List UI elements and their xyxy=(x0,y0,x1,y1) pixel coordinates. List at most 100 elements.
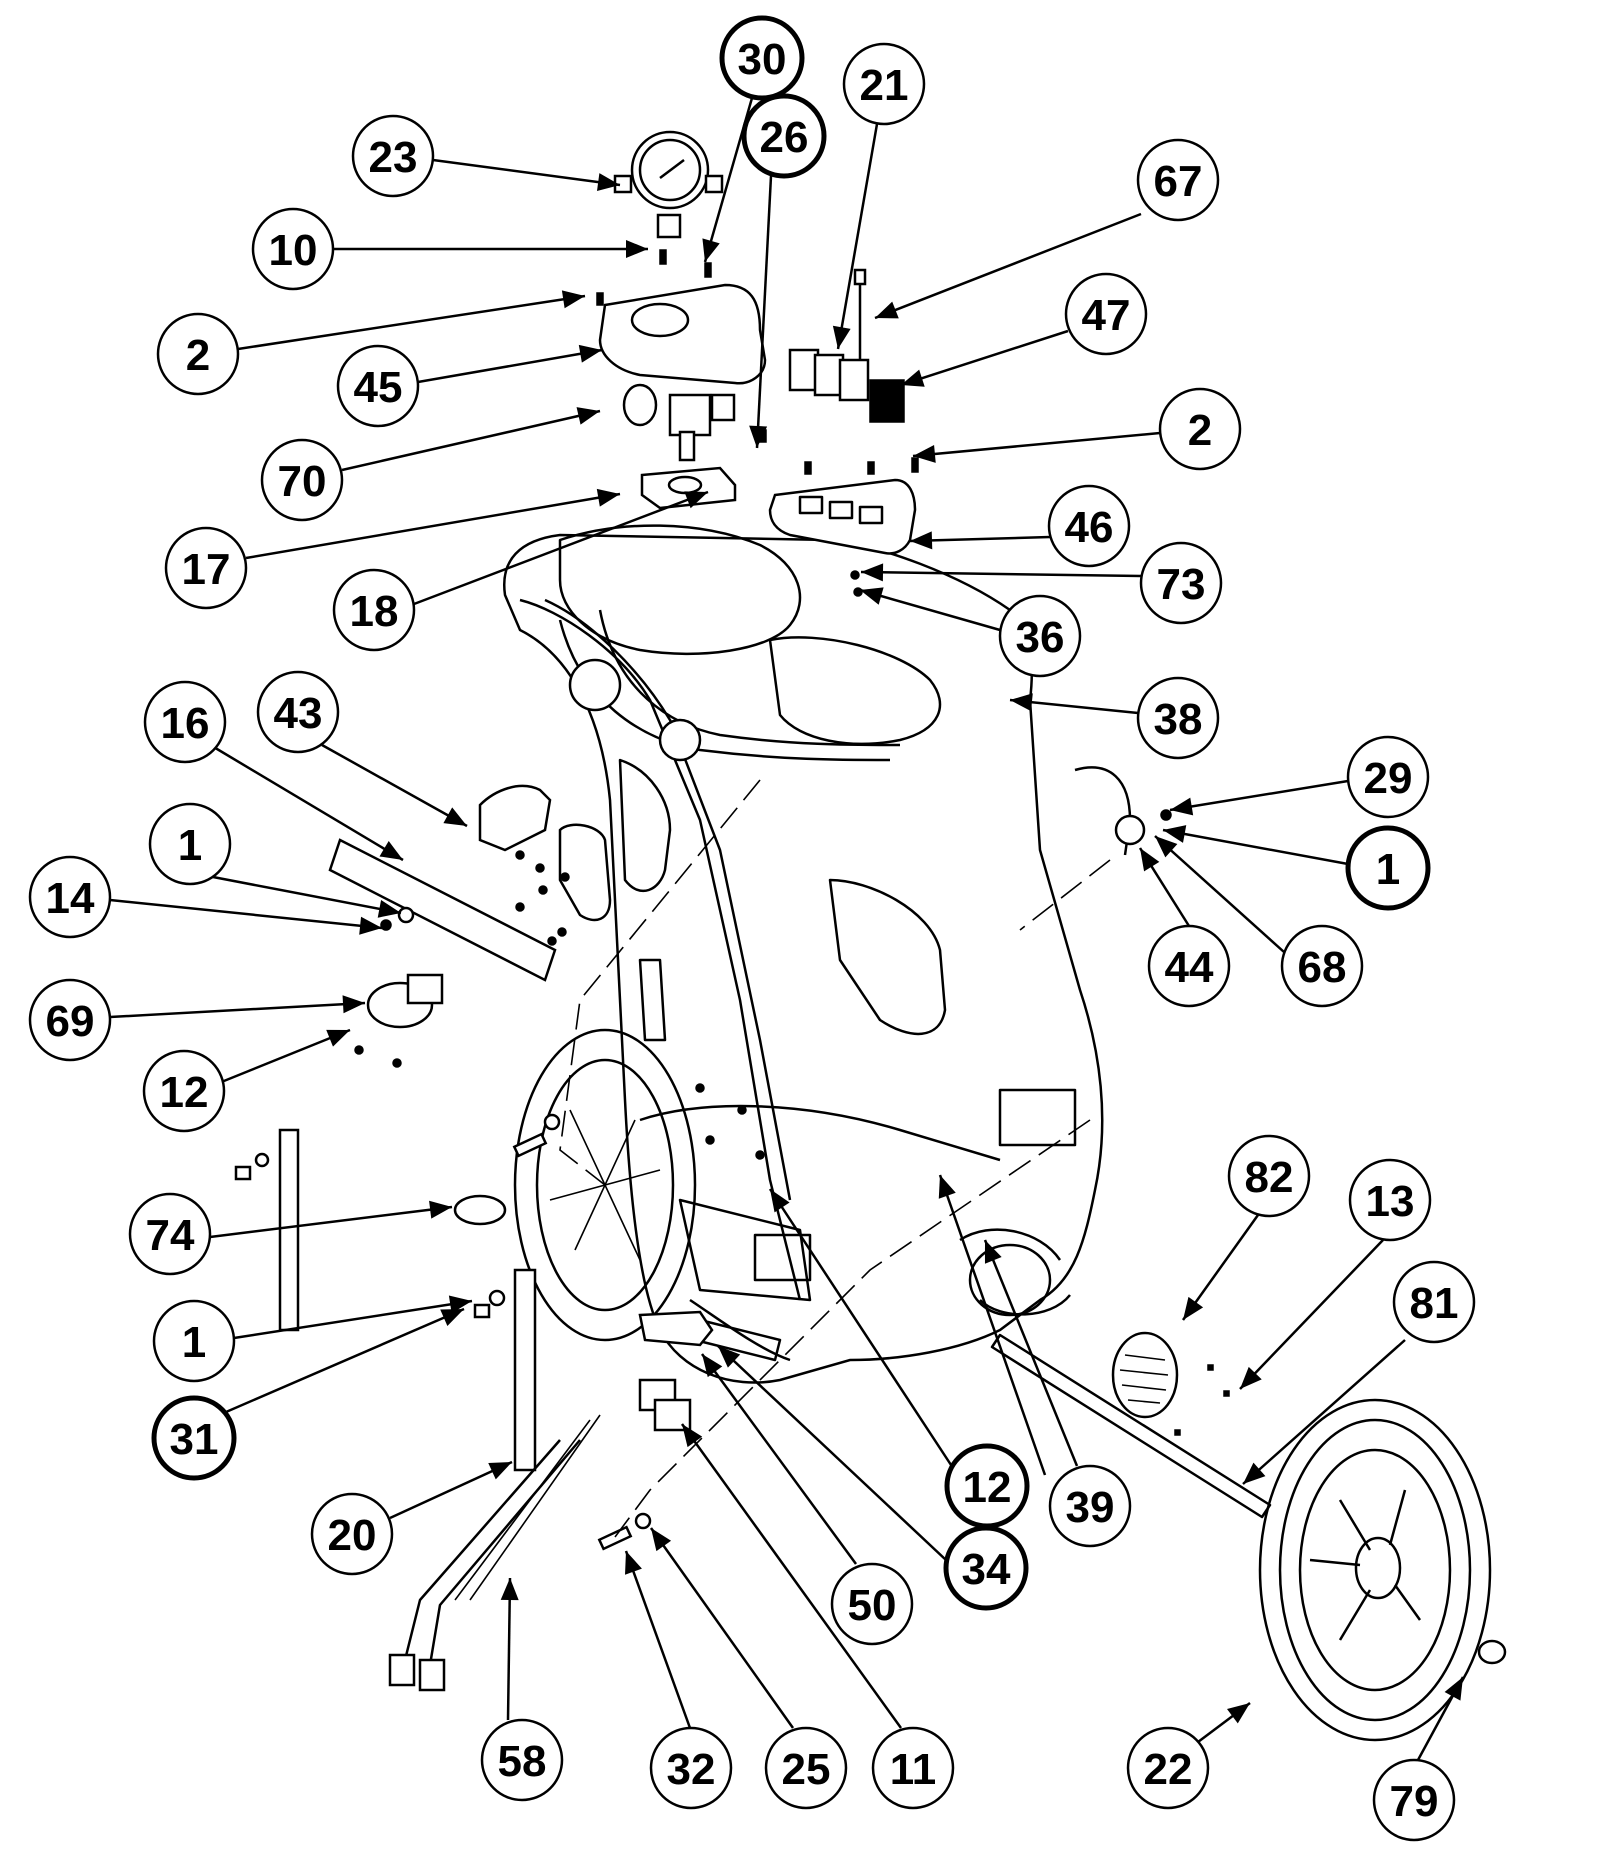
callout-39: 39 xyxy=(1048,1464,1132,1548)
leader-arrowhead xyxy=(702,1354,723,1378)
leader-line xyxy=(417,348,603,384)
callout-bubbles: 23 30 26 21 67 10 47 2 45 2 70 46 17 73 … xyxy=(28,15,1476,1842)
leader-line xyxy=(836,123,879,350)
callout-67: 67 xyxy=(1136,138,1220,222)
callout-label-82: 82 xyxy=(1245,1153,1294,1202)
callout-label-69: 69 xyxy=(46,997,95,1046)
leader-line xyxy=(389,1460,513,1520)
small-fasteners xyxy=(234,249,1230,1436)
callout-26: 26 xyxy=(741,93,827,179)
leader-arrowhead xyxy=(443,807,467,826)
callout-label-31: 31 xyxy=(170,1415,219,1464)
callout-14: 14 xyxy=(28,855,112,939)
leader-arrowhead xyxy=(576,407,600,425)
leader-arrowhead xyxy=(625,1551,642,1575)
callout-label-14: 14 xyxy=(46,874,95,923)
callout-29: 29 xyxy=(1346,735,1430,819)
callout-25: 25 xyxy=(764,1726,848,1810)
leader-arrowhead xyxy=(440,1309,464,1326)
callout-20: 20 xyxy=(310,1492,394,1576)
leader-line xyxy=(909,535,1051,543)
leader-line xyxy=(432,158,621,187)
callout-label-46: 46 xyxy=(1065,503,1114,552)
leader-arrowhead xyxy=(1155,836,1178,858)
leader-line xyxy=(1242,1339,1406,1485)
switches-21-47 xyxy=(788,268,905,423)
leader-arrowhead xyxy=(875,301,899,319)
leader-arrowhead xyxy=(861,563,884,582)
callout-23: 23 xyxy=(351,114,435,198)
callout-79: 79 xyxy=(1372,1758,1456,1842)
leader-arrowhead xyxy=(359,916,382,935)
callout-label-81: 81 xyxy=(1410,1279,1459,1328)
leader-arrowhead xyxy=(448,1295,472,1314)
callout-label-47: 47 xyxy=(1082,291,1131,340)
leader-line xyxy=(211,744,404,862)
leader-arrowhead xyxy=(1240,1366,1262,1389)
leader-arrowhead xyxy=(770,1189,790,1213)
leader-arrowhead xyxy=(913,444,936,463)
leader-arrowhead xyxy=(1243,1462,1266,1484)
part-drawings xyxy=(234,130,1507,1742)
callout-50: 50 xyxy=(830,1562,914,1646)
leader-arrowhead xyxy=(597,173,620,192)
callout-label-16: 16 xyxy=(161,699,210,748)
callout-label-2b: 2 xyxy=(1188,406,1212,455)
callout-label-36: 36 xyxy=(1016,613,1065,662)
leader-arrowhead xyxy=(832,325,851,349)
callout-31: 31 xyxy=(151,1395,237,1481)
callout-73: 73 xyxy=(1139,541,1223,625)
callout-label-12b: 12 xyxy=(963,1463,1012,1512)
leader-arrowhead xyxy=(326,1029,350,1047)
callout-11: 11 xyxy=(871,1726,955,1810)
callout-label-2a: 2 xyxy=(186,331,210,380)
leader-arrowhead xyxy=(429,1200,452,1219)
leader-line xyxy=(506,1577,512,1721)
leader-line xyxy=(755,175,773,449)
callout-label-1c: 1 xyxy=(182,1318,206,1367)
leader-arrowhead xyxy=(718,1346,741,1368)
callout-label-17: 17 xyxy=(182,545,231,594)
leader-line xyxy=(983,1239,1079,1467)
leader-arrowhead xyxy=(561,290,585,309)
leader-arrowhead xyxy=(1163,825,1187,843)
callout-12-center: 12 xyxy=(944,1443,1030,1529)
callout-label-30: 30 xyxy=(738,35,787,84)
leader-line xyxy=(1169,779,1349,812)
callout-13: 13 xyxy=(1348,1158,1432,1242)
callout-label-12a: 12 xyxy=(160,1068,209,1117)
leader-line xyxy=(233,1299,473,1340)
callout-38: 38 xyxy=(1136,676,1220,760)
leader-line xyxy=(768,1188,955,1469)
leader-line xyxy=(245,492,621,560)
leader-line xyxy=(700,1353,858,1565)
callout-74: 74 xyxy=(128,1192,212,1276)
leader-line xyxy=(1154,835,1285,953)
leader-arrowhead xyxy=(910,531,933,550)
callout-label-39: 39 xyxy=(1066,1483,1115,1532)
leader-arrowhead xyxy=(901,369,925,387)
leader-line xyxy=(680,1423,903,1729)
callout-label-25: 25 xyxy=(782,1745,831,1794)
callout-46: 46 xyxy=(1047,484,1131,568)
callout-label-20: 20 xyxy=(328,1511,377,1560)
bracket-50 xyxy=(638,1310,714,1347)
leader-arrowhead xyxy=(984,1240,1002,1264)
cord-58 xyxy=(388,1414,601,1692)
callout-label-45: 45 xyxy=(354,363,403,412)
callout-label-29: 29 xyxy=(1364,754,1413,803)
part-69 xyxy=(366,973,444,1029)
leader-arrowhead xyxy=(860,587,884,605)
callout-1-lower: 1 xyxy=(152,1299,236,1383)
leader-arrowhead xyxy=(682,1424,703,1448)
callout-36: 36 xyxy=(998,594,1082,678)
leader-line xyxy=(213,1028,351,1087)
callout-18: 18 xyxy=(332,568,416,652)
callout-label-10: 10 xyxy=(269,226,318,275)
assembly-centerlines xyxy=(559,779,1111,1538)
callout-label-26: 26 xyxy=(760,113,809,162)
leader-line xyxy=(413,490,709,606)
cap-79 xyxy=(1477,1639,1507,1665)
callout-label-79: 79 xyxy=(1390,1777,1439,1826)
